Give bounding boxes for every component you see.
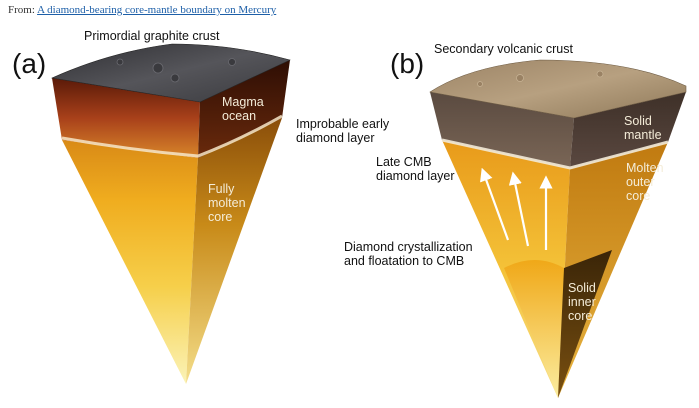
magma-label-line: ocean [222, 109, 257, 123]
late-cmb-label-line: Late CMB [376, 155, 432, 169]
late-cmb-label: Late CMB diamond layer [376, 155, 455, 183]
panel-a-magma-right [198, 60, 290, 158]
early-diamond-label-line: diamond layer [296, 131, 375, 145]
panel-a-crater [170, 73, 180, 83]
panel-b-cmb-diamond-layer [441, 138, 669, 170]
inner-core-label-line: Solid [568, 281, 596, 295]
panel-b-crater [596, 70, 604, 78]
outer-core-label-line: core [626, 189, 651, 203]
outer-core-label-line: Molten [626, 161, 664, 175]
inner-core-label-line: core [568, 309, 593, 323]
crystallization-label-line: and floatation to CMB [344, 254, 465, 268]
panel-a-diamond-layer [61, 114, 283, 158]
molten-core-label-line: core [208, 210, 233, 224]
source-prefix: From: [8, 4, 35, 16]
early-diamond-label-line: Improbable early [296, 117, 390, 131]
panel-b-crater [516, 74, 524, 82]
panel-b-volcanic-crust [429, 59, 687, 119]
panel-b-top-label: Secondary volcanic crust [434, 42, 573, 56]
panel-a-crater [228, 58, 236, 66]
outer-core-label-line: outer [626, 175, 655, 189]
molten-core-label: Fully molten core [208, 182, 246, 224]
molten-outer-core-label: Molten outer core [626, 161, 664, 203]
panel-b-wedge [429, 59, 687, 398]
article-link[interactable]: A diamond-bearing core-mantle boundary o… [37, 4, 277, 16]
panel-b-letter: (b) [390, 48, 425, 79]
early-diamond-label: Improbable early diamond layer [296, 117, 389, 145]
panel-b-inner-core-right [558, 250, 612, 398]
panel-a-core-left [62, 140, 198, 384]
panel-b-mantle-left [430, 92, 574, 168]
inner-core-label-line: inner [568, 295, 596, 309]
solid-mantle-label: Solid mantle [624, 114, 662, 142]
panel-b-crater [477, 81, 483, 87]
molten-core-label-line: Fully [208, 182, 235, 196]
magma-label-line: Magma [222, 95, 264, 109]
solid-mantle-label-line: Solid [624, 114, 652, 128]
solid-mantle-label-line: mantle [624, 128, 662, 142]
floatation-arrow [480, 167, 510, 241]
source-line: From: A diamond-bearing core-mantle boun… [8, 4, 276, 16]
panel-a-magma-left [52, 78, 200, 158]
panel-a-crater [116, 58, 124, 66]
panel-b-inner-core-left [504, 260, 564, 398]
panel-a-top-label: Primordial graphite crust [84, 29, 220, 43]
crystallization-label: Diamond crystallization and floatation t… [344, 240, 473, 268]
crystallization-label-line: Diamond crystallization [344, 240, 473, 254]
floatation-arrow [508, 171, 530, 247]
panel-a-core-right [186, 118, 282, 384]
solid-inner-core-label: Solid inner core [568, 281, 596, 323]
panel-b-outer-core-right [558, 142, 668, 398]
panel-a-letter: (a) [12, 48, 47, 79]
magma-ocean-label: Magma ocean [222, 95, 264, 123]
panel-a-crater [152, 62, 164, 74]
molten-core-label-line: molten [208, 196, 246, 210]
late-cmb-label-line: diamond layer [376, 169, 455, 183]
panel-b-mantle-right [570, 92, 686, 168]
panel-a-wedge [50, 43, 291, 384]
